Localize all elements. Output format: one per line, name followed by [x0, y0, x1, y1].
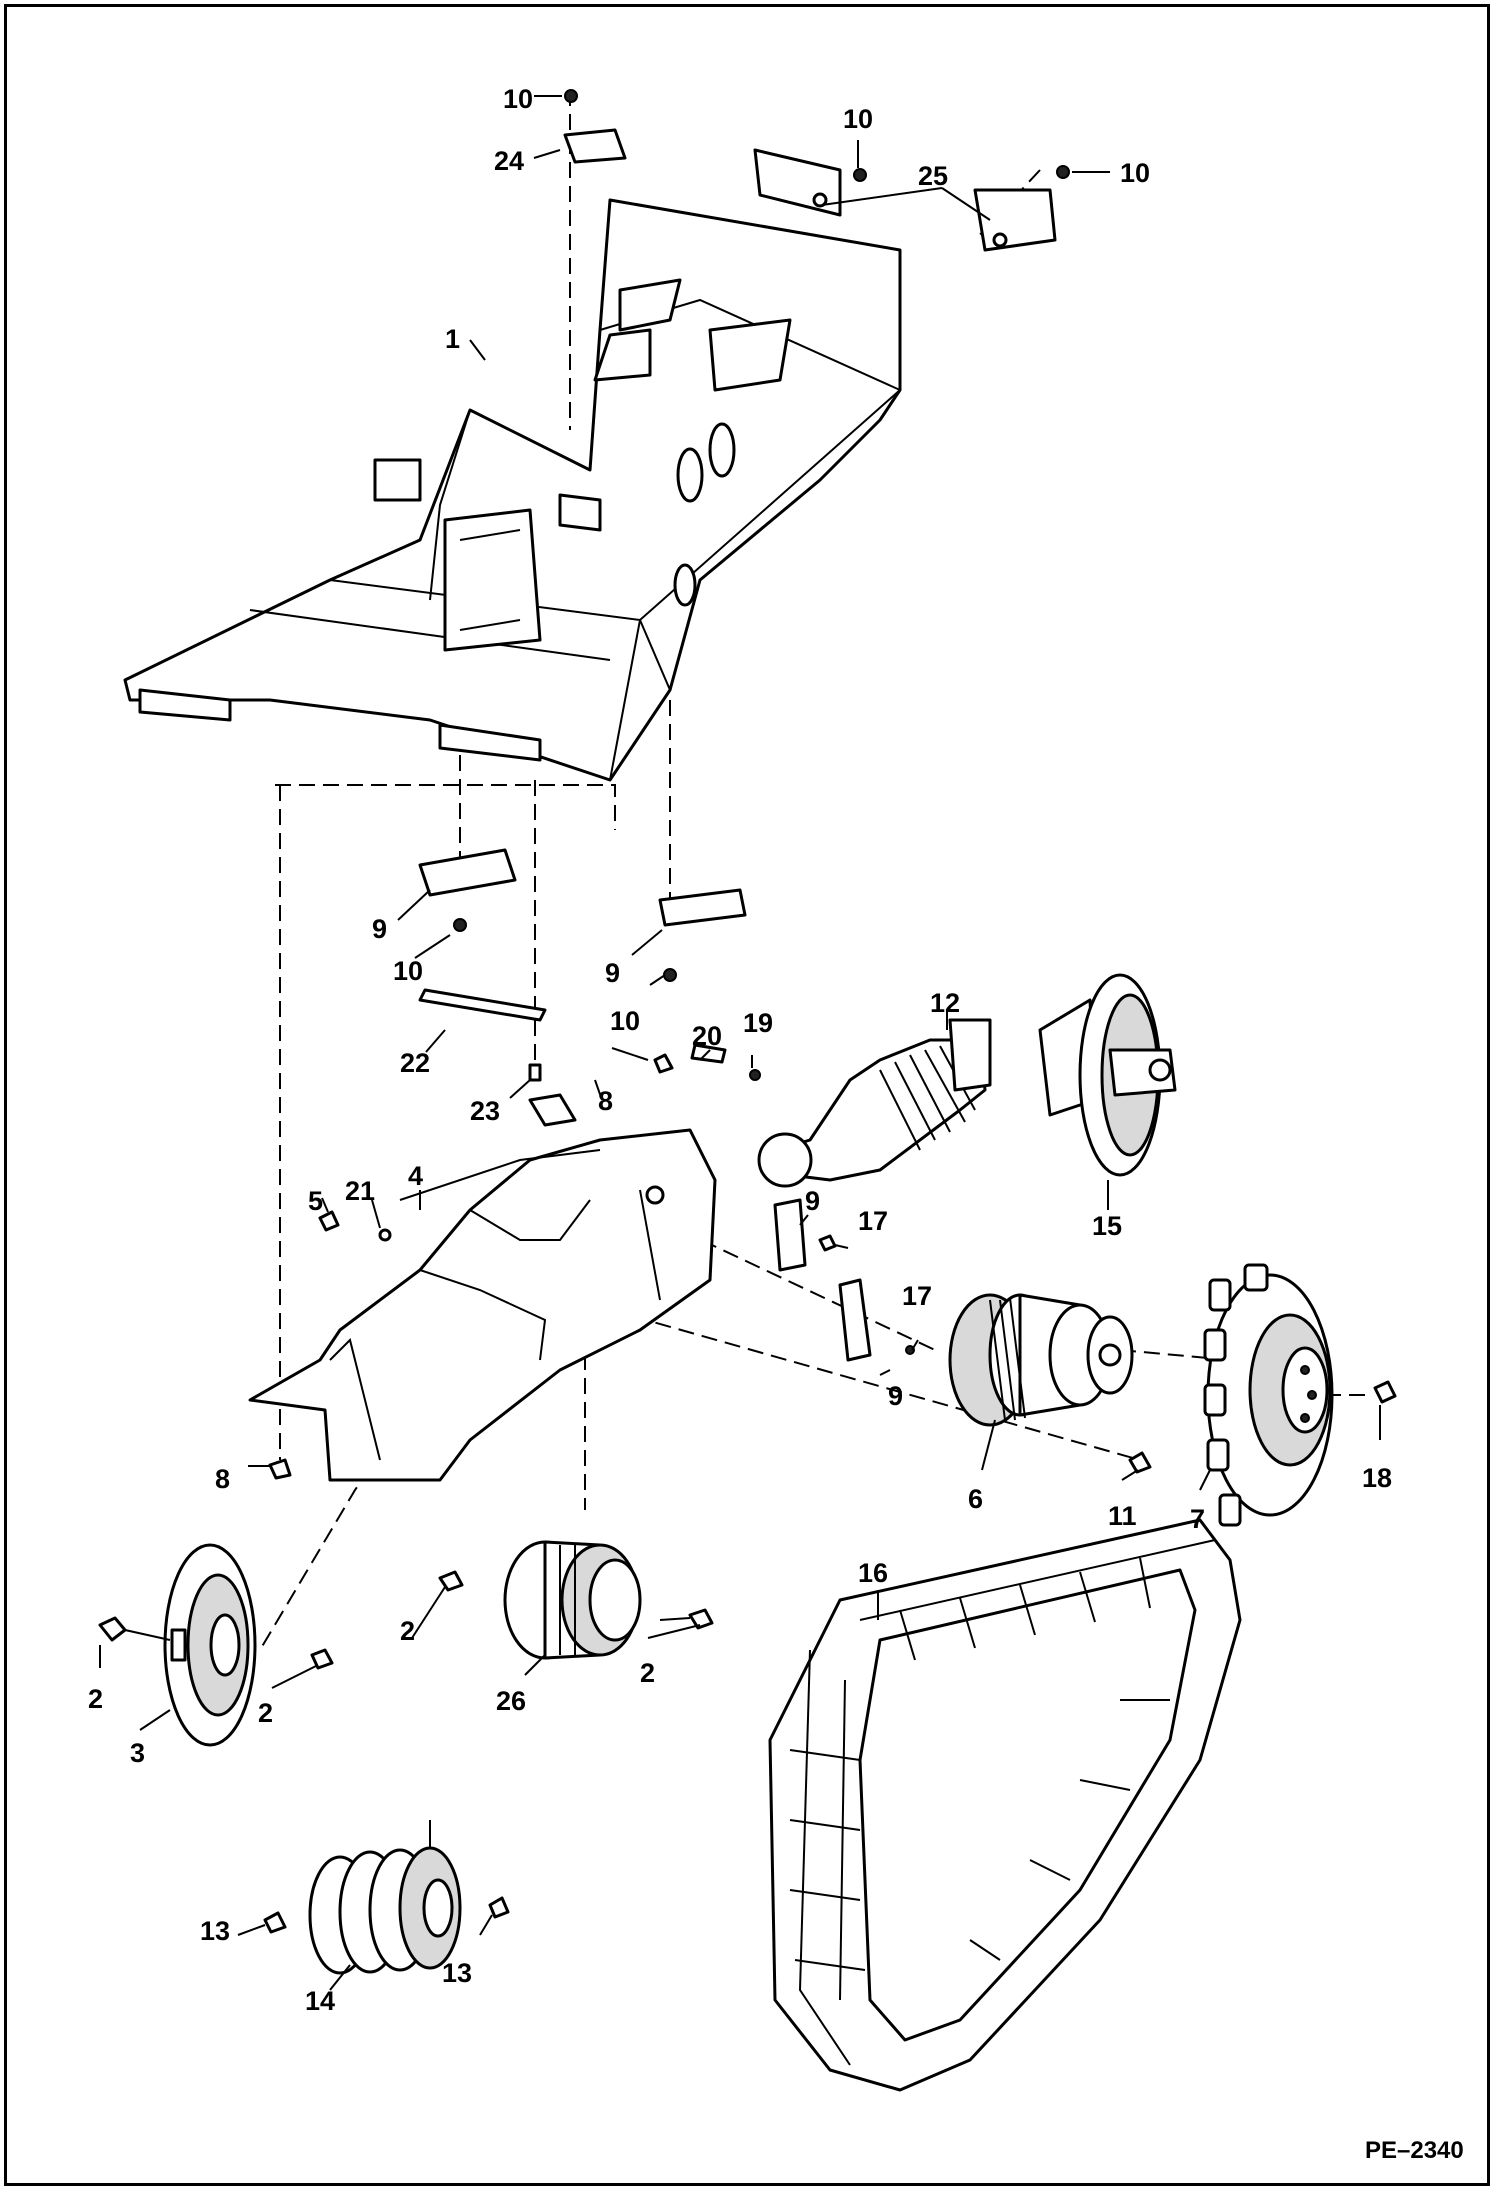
- callout-13b: 13: [442, 1958, 472, 1988]
- callout-3: 3: [130, 1738, 145, 1768]
- callout-2b: 2: [258, 1698, 273, 1728]
- callout-10c: 10: [1120, 158, 1150, 188]
- callout-9c: 9: [805, 1186, 820, 1216]
- callout-16: 16: [858, 1558, 888, 1588]
- callout-17a: 17: [858, 1206, 888, 1236]
- front-idler: [1038, 973, 1177, 1177]
- cover-plate-left: [753, 148, 842, 217]
- callout-20: 20: [692, 1021, 722, 1051]
- callout-26: 26: [496, 1686, 526, 1716]
- callout-1: 1: [445, 324, 460, 354]
- access-plates: [418, 848, 747, 1082]
- callout-19: 19: [743, 1008, 773, 1038]
- track-tensioner: [757, 1018, 992, 1188]
- rear-idler: [163, 1543, 257, 1747]
- callout-14: 14: [305, 1986, 335, 2016]
- callout-labels: 1 2 2 2 2 3 4 5 6 7 8 8 9 9 9 9 10 10 10…: [88, 84, 1392, 2016]
- callout-9b: 9: [605, 958, 620, 988]
- callout-25: 25: [918, 161, 948, 191]
- figure-reference-code: PE–2340: [1365, 2137, 1464, 2164]
- cover-plate-right: [973, 188, 1057, 252]
- callout-5: 5: [308, 1186, 323, 1216]
- callout-6: 6: [968, 1484, 983, 1514]
- callout-13a: 13: [200, 1916, 230, 1946]
- callout-23: 23: [470, 1096, 500, 1126]
- callout-2c: 2: [400, 1616, 415, 1646]
- callout-18: 18: [1362, 1463, 1392, 1493]
- fasteners: [98, 165, 1397, 1934]
- callout-17b: 17: [902, 1281, 932, 1311]
- callout-10d: 10: [393, 956, 423, 986]
- callout-10e: 10: [610, 1006, 640, 1036]
- drive-motor: [948, 1293, 1134, 1427]
- callout-21: 21: [345, 1176, 375, 1206]
- double-roller: [503, 1540, 642, 1660]
- top-plate: [563, 89, 627, 164]
- callout-10b: 10: [843, 104, 873, 134]
- callout-24: 24: [494, 146, 524, 176]
- track-frame: [248, 1093, 717, 1482]
- leader-lines: [99, 95, 1381, 1991]
- callout-22: 22: [400, 1048, 430, 1078]
- callout-2d: 2: [640, 1658, 655, 1688]
- callout-15: 15: [1092, 1211, 1122, 1241]
- callout-2a: 2: [88, 1684, 103, 1714]
- callout-8b: 8: [598, 1086, 613, 1116]
- triple-roller: [308, 1820, 462, 1975]
- callout-12: 12: [930, 988, 960, 1018]
- callout-8a: 8: [215, 1464, 230, 1494]
- callout-11: 11: [1108, 1501, 1137, 1531]
- rubber-track: [768, 1518, 1242, 2092]
- callout-10a: 10: [503, 84, 533, 114]
- callout-9d: 9: [888, 1381, 903, 1411]
- callout-9a: 9: [372, 914, 387, 944]
- main-frame: [123, 198, 902, 782]
- callout-4: 4: [408, 1161, 423, 1191]
- callout-7: 7: [1190, 1504, 1205, 1534]
- drive-sprocket: [1203, 1263, 1334, 1527]
